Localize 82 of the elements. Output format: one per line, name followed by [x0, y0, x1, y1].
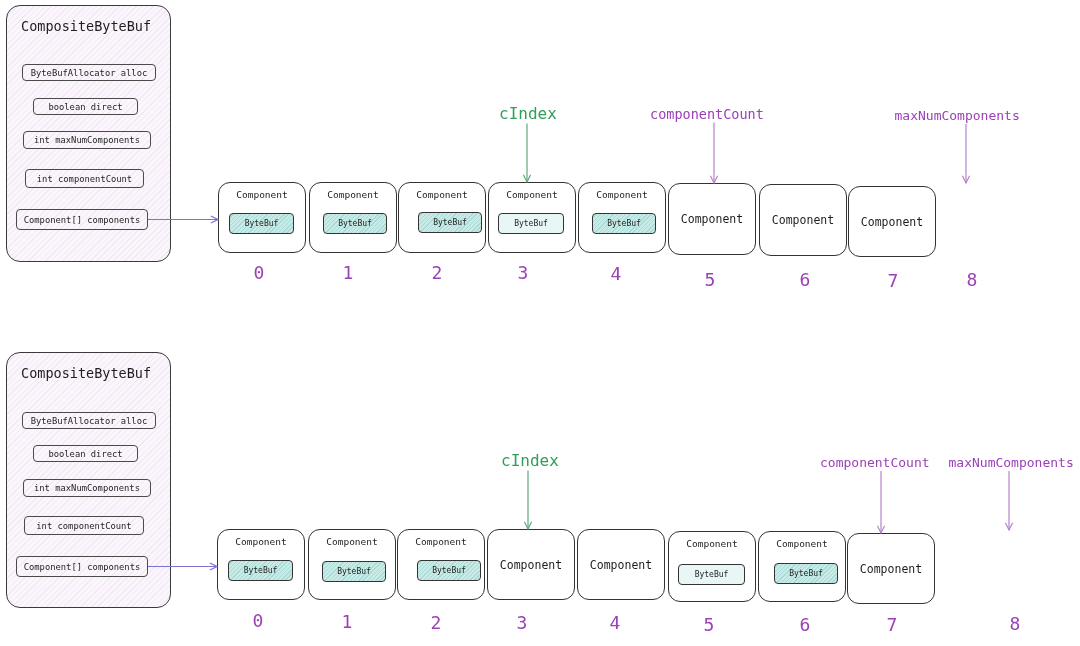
- index-number: 3: [517, 261, 529, 283]
- component-box: [397, 529, 485, 600]
- member-box: boolean direct: [33, 445, 138, 462]
- struct-panel: [6, 352, 171, 608]
- component-label: Component: [236, 189, 288, 200]
- arrow: [522, 122, 532, 183]
- pointer-label: cIndex: [499, 105, 557, 124]
- panel-title: CompositeByteBuf: [21, 365, 152, 381]
- component-box: [218, 182, 306, 253]
- component-box: Component: [577, 529, 665, 600]
- pointer-label: cIndex: [501, 452, 559, 471]
- pointer-label: maxNumComponents: [948, 456, 1074, 471]
- index-number: 2: [431, 261, 443, 283]
- component-box: Component: [487, 529, 575, 600]
- component-label: Component: [506, 189, 558, 200]
- arrow: [709, 121, 719, 184]
- index-number: 0: [253, 261, 265, 283]
- component-label: Component: [776, 538, 828, 549]
- pointer-label: componentCount: [650, 107, 764, 123]
- index-number: 1: [342, 261, 354, 283]
- member-box: int maxNumComponents: [23, 131, 151, 149]
- member-box: ByteBufAllocator alloc: [22, 64, 156, 81]
- panel-title: CompositeByteBuf: [21, 18, 152, 34]
- index-number: 5: [703, 613, 715, 635]
- index-number: 8: [1009, 612, 1021, 634]
- index-number: 1: [341, 610, 353, 632]
- arrow: [147, 215, 219, 224]
- arrow: [523, 469, 533, 530]
- component-box: Component: [848, 186, 936, 257]
- index-number: 3: [516, 611, 528, 633]
- component-label: Component: [596, 189, 648, 200]
- member-box: Component[] components: [16, 209, 148, 230]
- bytebuf-box: ByteBuf: [592, 213, 656, 234]
- index-number: 6: [799, 268, 811, 290]
- member-box: ByteBufAllocator alloc: [22, 412, 156, 429]
- struct-panel: [6, 5, 171, 262]
- component-label: Component: [686, 538, 738, 549]
- member-box: int componentCount: [24, 516, 144, 535]
- bytebuf-box: ByteBuf: [322, 561, 386, 582]
- arrow: [876, 470, 886, 534]
- bytebuf-box: ByteBuf: [774, 563, 838, 584]
- index-number: 2: [430, 611, 442, 633]
- component-box: [309, 182, 397, 253]
- member-box: Component[] components: [16, 556, 148, 577]
- component-box: Component: [847, 533, 935, 604]
- component-box: [758, 531, 846, 602]
- component-label: Component: [235, 536, 287, 547]
- component-box: [668, 531, 756, 602]
- component-box: [578, 182, 666, 253]
- component-box: [217, 529, 305, 600]
- bytebuf-box: ByteBuf: [228, 560, 293, 581]
- member-box: boolean direct: [33, 98, 138, 115]
- index-number: 8: [966, 268, 978, 290]
- component-box: [398, 182, 486, 253]
- bytebuf-box: ByteBuf: [323, 213, 387, 234]
- component-box: [308, 529, 396, 600]
- bytebuf-box: ByteBuf: [418, 212, 482, 233]
- index-number: 5: [704, 268, 716, 290]
- component-label: Component: [327, 189, 379, 200]
- component-box: Component: [759, 184, 847, 256]
- component-box: Component: [668, 183, 756, 255]
- bytebuf-box: ByteBuf: [417, 560, 481, 581]
- component-label: Component: [326, 536, 378, 547]
- bytebuf-box: ByteBuf: [229, 213, 294, 234]
- bytebuf-box: ByteBuf: [678, 564, 745, 585]
- bytebuf-box: ByteBuf: [498, 213, 564, 234]
- member-box: int maxNumComponents: [23, 479, 151, 497]
- index-number: 7: [886, 613, 898, 635]
- arrow: [147, 562, 218, 571]
- index-number: 7: [887, 269, 899, 291]
- index-number: 0: [252, 609, 264, 631]
- member-box: int componentCount: [25, 169, 144, 188]
- index-number: 4: [610, 262, 622, 284]
- index-number: 4: [609, 611, 621, 633]
- component-label: Component: [415, 536, 467, 547]
- pointer-label: maxNumComponents: [894, 109, 1020, 124]
- arrow: [961, 123, 971, 184]
- arrow: [1004, 470, 1014, 531]
- pointer-label: componentCount: [820, 456, 930, 471]
- component-label: Component: [416, 189, 468, 200]
- index-number: 6: [799, 613, 811, 635]
- component-box: [488, 182, 576, 253]
